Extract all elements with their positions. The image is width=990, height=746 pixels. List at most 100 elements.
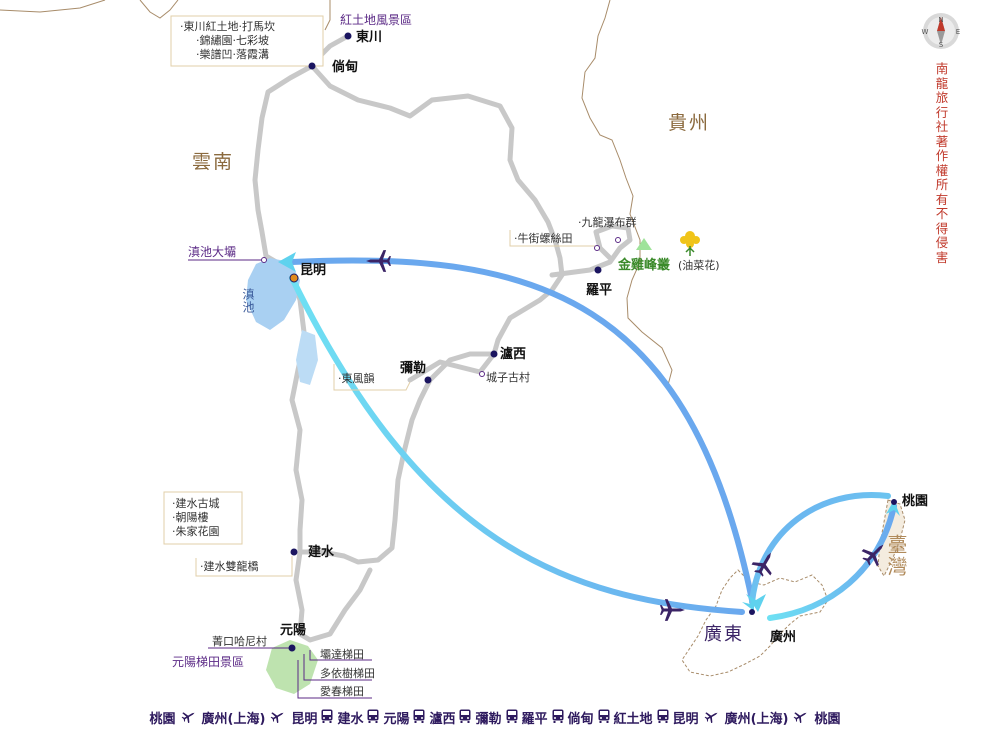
region-label-taiwan: 臺灣 [884,534,908,578]
city-guangzhou: 廣州 [770,629,796,645]
shuanglong-bridge: ‧建水雙龍橋 [200,559,259,573]
hongtudi-spot-3: ‧樂譜凹‧落霞溝 [196,47,269,61]
road-kunming-mile [287,267,308,555]
jianshui-spot-3: ‧朱家花園 [172,524,220,538]
itinerary-stop: 羅平 [521,712,548,727]
city-guangdong: 廣東 [704,624,744,645]
dot-jiulong [615,237,621,243]
arrowhead-guangzhou-2 [746,594,766,612]
bus-icon [413,709,425,727]
jinji-peaks: 金雞峰叢 [617,257,671,273]
bus-icon [552,709,564,727]
itinerary-stop: 瀘西 [429,712,456,727]
yuanyang-callout: 菁口哈尼村 元陽梯田景區 壩達梯田 多依樹梯田 愛春梯田 [172,634,375,699]
arrowhead-kunming [278,252,296,272]
itinerary-stop: 桃園 [149,712,176,727]
dot-dongchuan [344,32,352,40]
city-jianshui: 建水 [308,544,335,560]
jianshui-callout: ‧建水古城 ‧朝陽樓 ‧朱家花園 ‧建水雙龍橋 [163,491,293,577]
jiulong-waterfall: ‧九龍瀑布群 [578,215,637,229]
terrace-3: 愛春梯田 [320,685,364,698]
bus-icon [598,709,610,727]
compass-s: S [939,41,944,49]
plane-icon [269,709,287,727]
city-mile: 彌勒 [400,360,426,376]
terrace-1: 壩達梯田 [320,648,364,661]
city-kunming: 昆明 [300,262,326,278]
itinerary-stop: 昆明 [291,712,318,727]
dot-luxi [490,350,498,358]
dot-kunming [289,273,299,283]
terrace-2: 多依樹梯田 [320,666,375,680]
itinerary-stop: 建水 [337,712,364,727]
dot-yidian [308,62,316,70]
city-taoyuan: 桃園 [902,493,928,509]
arrowhead-guangzhou [742,598,754,611]
dongfengyun: ‧東風韻 [338,371,375,385]
city-luoping: 羅平 [586,283,612,298]
itinerary-stop: 桃園 [814,712,841,727]
road-jianshui-yuanyang [293,549,373,643]
dot-mile [424,376,432,384]
dianchi-lake [246,258,318,385]
road-mile-spur [407,351,497,383]
mile-callout: ‧東風韻 [333,364,411,391]
bus-icon [367,709,379,727]
itinerary-stop: 彌勒 [475,712,502,727]
city-dots [261,32,897,652]
dot-taoyuan [891,499,897,505]
itinerary-stop: 倘甸 [567,712,594,727]
yunnan-northwest-border [0,0,106,13]
niujie-field: ‧牛街螺絲田 [514,231,573,245]
arrowhead-taoyuan [886,500,900,516]
region-label-guizhou: 貴州 [668,112,710,134]
dianchi-lake-label: 滇池 [241,288,255,314]
coast-outline [681,499,906,677]
city-dongchuan: 東川 [356,29,382,45]
guangdong-outline [681,569,829,677]
dianchi-labels: 滇池大壩 滇池 [188,245,262,314]
hongtudi-spot-2: ‧錦繡園‧七彩坡 [196,33,269,47]
road-yidian-kunming-west [252,63,315,273]
dot-guangzhou [749,609,755,615]
road-network [252,33,633,643]
compass-w: W [922,28,929,36]
hongtudi-title: 紅土地風景區 [340,13,412,27]
dot-niujie [594,245,600,251]
compass-e: E [956,28,960,36]
dianchi-dam: 滇池大壩 [188,245,236,259]
itinerary-stop: 元陽 [383,712,410,727]
flight-taoyuan-guangzhou [749,492,891,605]
itinerary-stop: 廣州(上海) [201,712,266,727]
flight-guangzhou-taoyuan [767,503,897,621]
hongtudi-spot-1: ‧東川紅土地‧打馬坎 [180,19,275,33]
plane-icons [366,250,892,621]
yuanyang-title: 元陽梯田景區 [172,655,244,669]
itinerary-bar: 桃園廣州(上海)昆明建水元陽瀘西彌勒羅平倘甸紅土地昆明廣州(上海)桃園 [0,708,990,727]
hongtudi-callout: ‧東川紅土地‧打馬坎 ‧錦繡園‧七彩坡 ‧樂譜凹‧落霞溝 紅土地風景區 [170,13,412,67]
yunnan-north-border [139,0,179,19]
flight-guangzhou-kunming [289,257,755,603]
city-luxi: 瀘西 [500,346,526,362]
plane-icon [703,709,721,727]
city-yuanyang: 元陽 [280,622,306,638]
plane-icon [792,709,810,727]
jingkou-village: 菁口哈尼村 [212,634,267,648]
itinerary-stop: 紅土地 [613,712,653,727]
guizhou-border [324,0,673,386]
road-luxi-mile [297,351,497,565]
city-yidian: 倘甸 [332,59,358,75]
compass-icon: N S E W [922,13,960,49]
dot-luoping [594,266,602,274]
flight-routes [289,257,897,621]
taiwan-outline [877,499,906,578]
bus-icon [506,709,518,727]
road-yidian-east-loop [309,63,565,357]
itinerary-stop: 昆明 [672,712,699,727]
bus-icon [657,709,669,727]
road-luoping-link [549,223,633,278]
plane-icon [180,709,198,727]
dot-chengzi [479,371,485,377]
flight-arrowheads [278,252,900,612]
